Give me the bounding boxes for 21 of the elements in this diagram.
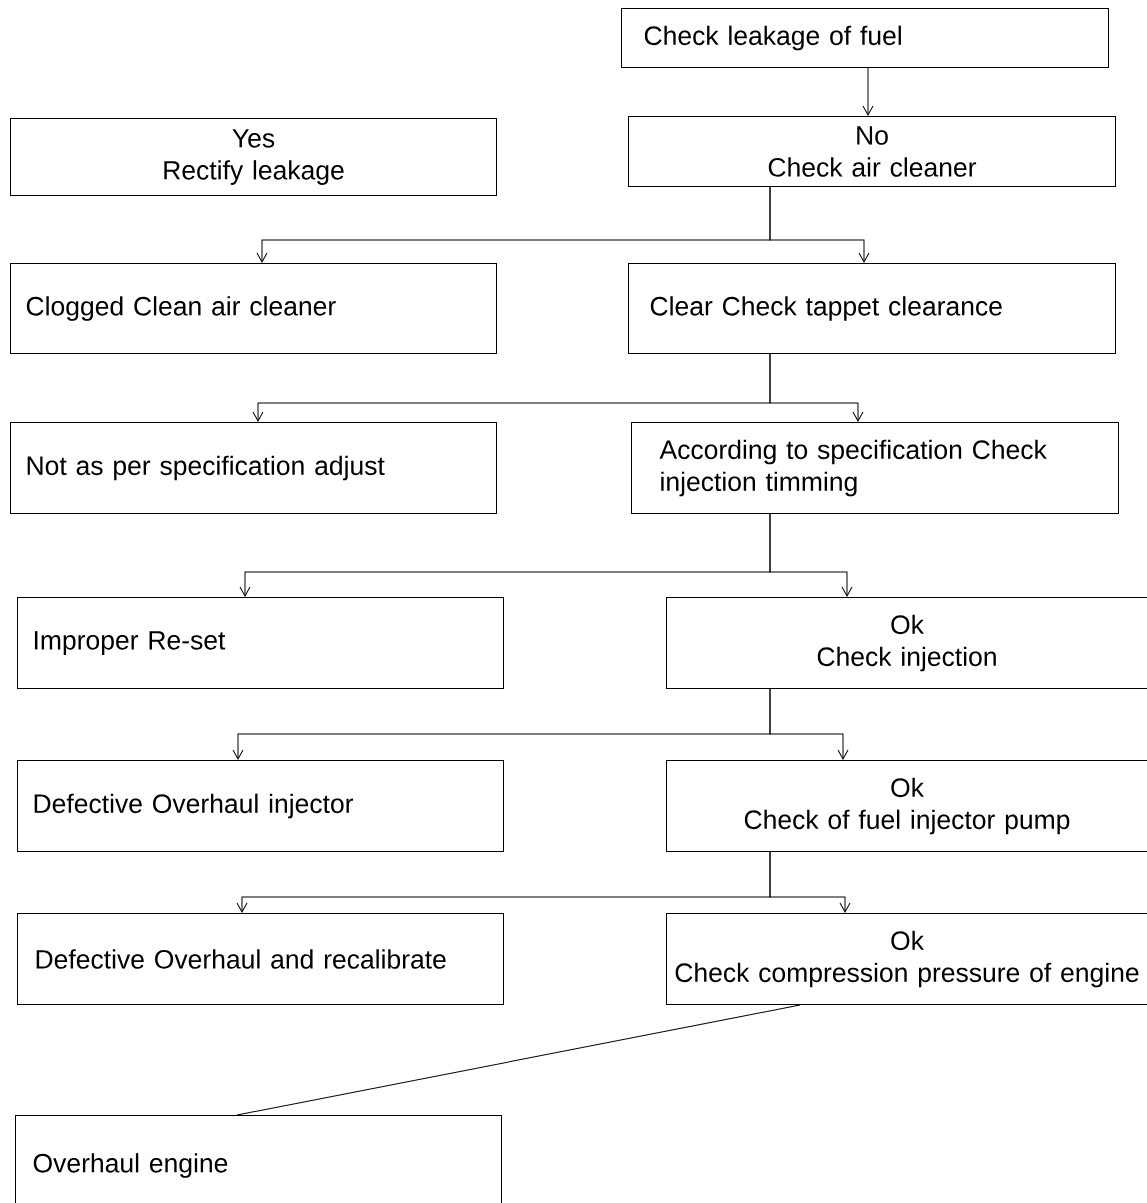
- process-box: Ok Check compression pressure of engine: [666, 913, 1147, 1005]
- process-box: Yes Rectify leakage: [10, 118, 497, 196]
- arrow: [862, 67, 874, 116]
- process-box: According to specification Check injection timming: [631, 422, 1119, 514]
- process-box: Ok Check injection: [666, 597, 1147, 689]
- process-box: Overhaul engine: [15, 1115, 502, 1203]
- arrow: [769, 688, 849, 760]
- arrow: [769, 353, 864, 422]
- process-box: Clogged Clean air cleaner: [10, 263, 497, 354]
- arrow: [769, 513, 853, 597]
- connector-line: [236, 1004, 801, 1116]
- process-box: Defective Overhaul injector: [17, 760, 504, 852]
- process-box: Ok Check of fuel injector pump: [666, 760, 1147, 852]
- process-box: Not as per specification adjust: [10, 422, 497, 514]
- process-box: Improper Re-set: [17, 597, 504, 689]
- process-box: Defective Overhaul and recalibrate: [17, 913, 504, 1005]
- arrow: [769, 186, 870, 263]
- process-box: Check leakage of fuel: [621, 8, 1109, 68]
- process-box: No Check air cleaner: [628, 116, 1116, 187]
- process-box: Clear Check tappet clearance: [628, 263, 1116, 354]
- arrow: [769, 851, 851, 913]
